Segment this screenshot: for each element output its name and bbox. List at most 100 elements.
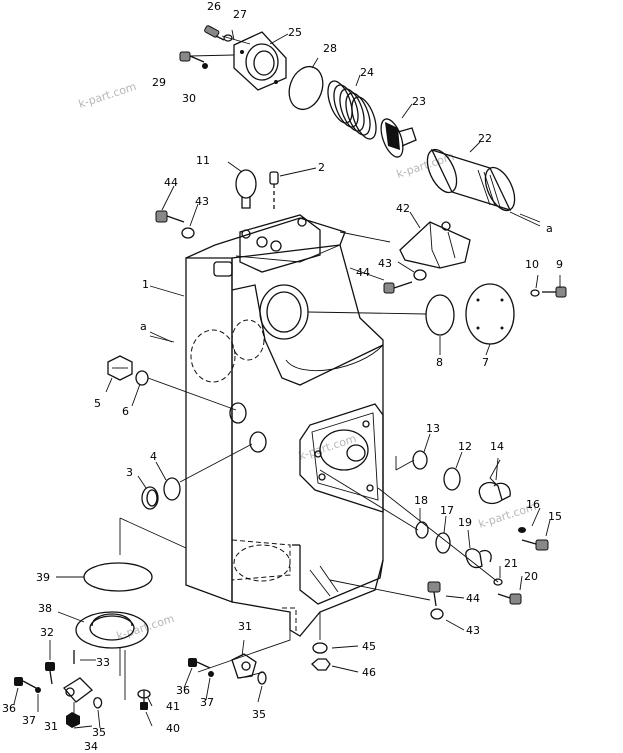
callout-17: 17 — [440, 504, 454, 517]
part-19-clamp — [465, 548, 492, 569]
part-13-o-ring — [412, 450, 428, 470]
callout-41: 41 — [166, 700, 180, 713]
part-17-shim — [435, 532, 451, 554]
part-4-o-ring — [163, 477, 181, 501]
part-36-bolt-right — [188, 658, 211, 669]
callout-27: 27 — [233, 8, 247, 21]
callout-33: 33 — [96, 656, 110, 669]
part-6-washer — [135, 370, 149, 386]
callout-30: 30 — [182, 92, 196, 105]
callout-10: 10 — [525, 258, 539, 271]
callout-16: 16 — [526, 498, 540, 511]
ref-a-right: a — [546, 222, 553, 235]
callout-28: 28 — [323, 42, 337, 55]
callout-11: 11 — [196, 154, 210, 167]
part-36-bolt-left — [14, 677, 37, 689]
callout-43: 43 — [466, 624, 480, 637]
callout-37: 37 — [22, 714, 36, 727]
part-32-bolt — [45, 662, 55, 685]
part-20-bolt — [497, 593, 522, 605]
callout-42: 42 — [396, 202, 410, 215]
part-31-elbow-fitting-left — [63, 677, 93, 703]
transfer-case-housing — [185, 214, 384, 637]
seal-on-housing — [249, 431, 267, 453]
part-11-breather — [235, 169, 257, 209]
callout-23: 23 — [412, 95, 426, 108]
callout-44: 44 — [164, 176, 178, 189]
callout-9: 9 — [556, 258, 563, 271]
part-2-plug — [269, 171, 279, 212]
leader-lines — [13, 29, 561, 729]
callout-12: 12 — [458, 440, 472, 453]
part-31-elbow-fitting-right — [231, 653, 257, 679]
callout-3: 3 — [126, 466, 133, 479]
part-3-seal — [141, 486, 159, 510]
part-26-screw — [204, 25, 225, 41]
callout-38: 38 — [38, 602, 52, 615]
part-8-o-ring — [425, 294, 455, 336]
part-43-washer-lower — [430, 608, 444, 620]
part-15-bolt — [521, 539, 549, 551]
callout-29: 29 — [152, 76, 166, 89]
part-12-shim — [443, 467, 461, 491]
part-7-cover — [465, 283, 515, 345]
callout-1: 1 — [142, 278, 149, 291]
callout-40: 40 — [166, 722, 180, 735]
callout-7: 7 — [482, 356, 489, 369]
callout-18: 18 — [414, 494, 428, 507]
part-40-bolt — [140, 690, 148, 710]
ref-a-left: a — [140, 320, 147, 333]
callout-15: 15 — [548, 510, 562, 523]
part-37-washer-right — [208, 671, 214, 677]
part-22-filter-element — [426, 148, 516, 212]
part-24-spring — [327, 80, 377, 140]
callout-19: 19 — [458, 516, 472, 529]
watermark: k-part.com — [77, 80, 138, 111]
part-23-piston — [380, 118, 417, 158]
callout-25: 25 — [288, 26, 302, 39]
callout-labels: 26 27 25 28 24 29 30 23 22 11 2 44 43 42… — [2, 0, 563, 753]
part-10-washer — [530, 289, 540, 297]
callout-22: 22 — [478, 132, 492, 145]
callout-35: 35 — [252, 708, 266, 721]
part-44-bolt — [383, 281, 413, 294]
callout-45: 45 — [362, 640, 376, 653]
callout-13: 13 — [426, 422, 440, 435]
part-27-washer — [223, 34, 233, 42]
part-44-bolt-lower — [427, 581, 441, 607]
callout-46: 46 — [362, 666, 376, 679]
callout-6: 6 — [122, 405, 129, 418]
callout-26: 26 — [207, 0, 221, 13]
callout-35: 35 — [92, 726, 106, 739]
part-44-bolt — [155, 210, 185, 223]
callout-8: 8 — [436, 356, 443, 369]
callout-32: 32 — [40, 626, 54, 639]
callout-31: 31 — [44, 720, 58, 733]
part-38-cover — [75, 611, 149, 649]
plug-on-housing — [229, 402, 247, 424]
part-16-washer — [518, 527, 526, 533]
reference-arrow-a-left — [149, 331, 173, 343]
part-35-o-ring-right — [257, 671, 267, 685]
part-43-washer — [181, 227, 195, 239]
part-14-clamp — [478, 459, 511, 505]
part-35-o-ring-left — [93, 697, 103, 709]
callout-44: 44 — [356, 266, 370, 279]
callout-21: 21 — [504, 557, 518, 570]
part-42-bracket — [399, 221, 471, 269]
callout-37: 37 — [200, 696, 214, 709]
part-30-washer — [202, 63, 208, 69]
part-46-nut — [311, 658, 331, 671]
part-39-o-ring — [83, 562, 153, 592]
part-29-bolt — [179, 51, 205, 63]
callout-20: 20 — [524, 570, 538, 583]
callout-36: 36 — [2, 702, 16, 715]
callout-36: 36 — [176, 684, 190, 697]
callout-44: 44 — [466, 592, 480, 605]
part-21-washer — [493, 578, 503, 586]
callout-14: 14 — [490, 440, 504, 453]
part-34-nut — [66, 712, 80, 728]
callout-39: 39 — [36, 571, 50, 584]
callout-43: 43 — [195, 195, 209, 208]
